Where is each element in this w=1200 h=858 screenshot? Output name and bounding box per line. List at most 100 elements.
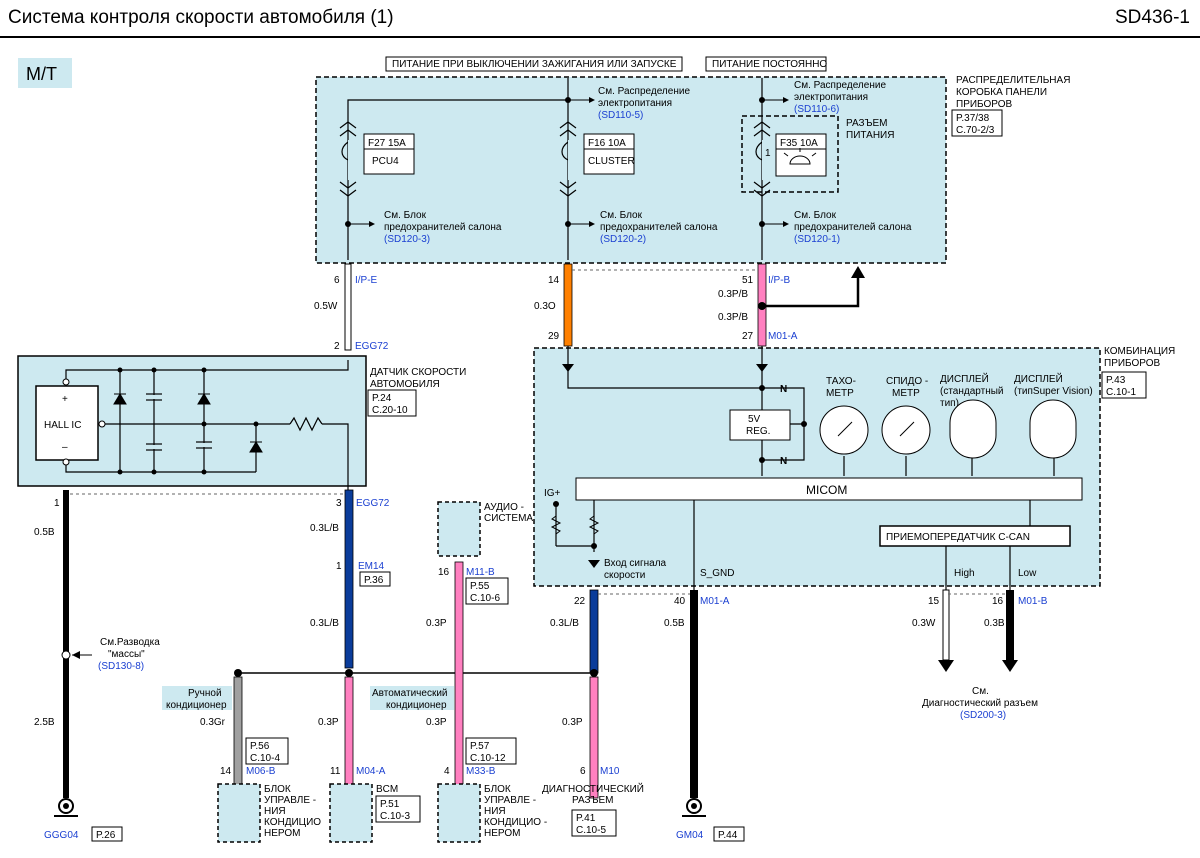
fuse-f35 xyxy=(775,133,827,177)
cluster-ref-2: C.10-1 xyxy=(1106,387,1136,398)
wire-05b-25b xyxy=(63,490,69,798)
m11b-ref-1: P.55 xyxy=(470,581,490,592)
ground-see-3: (SD130-8) xyxy=(98,661,144,672)
see-fuse-3b: предохранителей салона xyxy=(794,222,912,233)
block2-1: БЛОК xyxy=(484,784,511,795)
pin-16b: 16 xyxy=(992,596,1004,607)
cluster-title-1: КОМБИНАЦИЯ xyxy=(1104,346,1175,357)
see-fuse-3a: См. Блок xyxy=(794,210,837,221)
conn-m10: M10 xyxy=(600,766,620,777)
wire-03w xyxy=(942,589,950,661)
see-fuse-2a: См. Блок xyxy=(600,210,643,221)
speedo-1: СПИДО - xyxy=(886,376,928,387)
auto-ac-1: Автоматический xyxy=(372,688,448,699)
wire-05b-label: 0.5B xyxy=(34,527,55,538)
wire-03p-label-d: 0.3P xyxy=(562,717,583,728)
conn-m06b: M06-B xyxy=(246,766,276,777)
conn-m04a: M04-A xyxy=(356,766,386,777)
low-label: Low xyxy=(1018,568,1037,579)
high-label: High xyxy=(954,568,975,579)
wire-03o-label: 0.3O xyxy=(534,301,556,312)
page-title: Система контроля скорости автомобиля (1) xyxy=(8,7,394,28)
conn-m33b: M33-B xyxy=(466,766,496,777)
block1-4: КОНДИЦИО xyxy=(264,817,321,828)
block2-5: НЕРОМ xyxy=(484,828,520,839)
disp2-1: ДИСПЛЕЙ xyxy=(1014,372,1063,385)
sgnd-label: S_GND xyxy=(700,568,734,579)
junction-ref-2: C.70-2/3 xyxy=(956,125,995,136)
ground-icon-ggg04 xyxy=(54,798,78,817)
block2-3: НИЯ xyxy=(484,806,506,817)
manual-ac-box xyxy=(162,686,232,710)
wire-03b xyxy=(1006,590,1014,660)
auto-ac-box xyxy=(370,686,454,710)
pin-51: 51 xyxy=(742,275,754,286)
wire-03lb-label-2: 0.3L/B xyxy=(310,618,339,629)
conn-m01a-bot: M01-A xyxy=(700,596,730,607)
wire-03pb-label-2: 0.3P/B xyxy=(718,312,748,323)
audio-label-2: СИСТЕМА xyxy=(484,513,533,524)
diag-see-3: (SD200-3) xyxy=(960,710,1006,721)
see-fuse-1b: предохранителей салона xyxy=(384,222,502,233)
speed-in-1: Вход сигнала xyxy=(604,558,667,569)
diagram-code: SD436-1 xyxy=(1115,7,1190,28)
pin-14b: 14 xyxy=(220,766,232,777)
wire-03gr xyxy=(233,676,243,799)
disp2-2: (типSuper Vision) xyxy=(1014,386,1093,397)
wire-03lb-label-3: 0.3L/B xyxy=(550,618,579,629)
manual-ac-module xyxy=(217,783,261,843)
see-power-1b: электропитания xyxy=(598,98,672,109)
conn-egg72-b: EGG72 xyxy=(356,498,390,509)
see-power-2b: электропитания xyxy=(794,92,868,103)
block2-4: КОНДИЦИО - xyxy=(484,817,547,828)
pin-29: 29 xyxy=(548,331,560,342)
junction-ref-1: P.37/38 xyxy=(956,113,990,124)
ground-see-1: См.Разводка xyxy=(100,637,160,648)
display-super-vision xyxy=(1029,399,1077,459)
ign-label: ПИТАНИЕ ПРИ ВЫКЛЮЧЕНИИ ЗАЖИГАНИЯ ИЛИ ЗАП… xyxy=(392,59,677,70)
const-label-box xyxy=(705,56,827,72)
m33b-ref-2: C.10-12 xyxy=(470,753,506,764)
m33b-ref-1: P.57 xyxy=(470,741,490,752)
pin-1b: 1 xyxy=(336,561,342,572)
pin-14: 14 xyxy=(548,275,560,286)
ggg04-ref: P.26 xyxy=(96,830,116,841)
audio-box xyxy=(437,501,481,557)
lamp-icon xyxy=(783,148,817,165)
see-power-1a: См. Распределение xyxy=(598,86,690,97)
pin-6: 6 xyxy=(334,275,340,286)
cluster-ref-1: P.43 xyxy=(1106,375,1126,386)
wire-03p-label-a: 0.3P xyxy=(426,618,447,629)
pin-15: 15 xyxy=(928,596,940,607)
fuse-f27-name: PCU4 xyxy=(372,156,399,167)
hall-minus: – xyxy=(62,442,68,453)
speed-in-2: скорости xyxy=(604,570,645,581)
bcm-ref-1: P.51 xyxy=(380,799,400,810)
fuse-f16 xyxy=(583,133,635,175)
disp1-2: (стандартный xyxy=(940,386,1004,397)
m06b-ref-2: C.10-4 xyxy=(250,753,280,764)
display-standard xyxy=(949,399,997,459)
hall-ic xyxy=(35,385,99,461)
pin-6b: 6 xyxy=(580,766,586,777)
tacho-1: ТАХО- xyxy=(826,376,856,387)
wire-03lb-sensor xyxy=(344,489,354,669)
ign-label-box xyxy=(385,56,683,72)
fuse-f35-id: F35 10A xyxy=(780,138,818,149)
auto-ac-2: кондиционер xyxy=(386,700,447,711)
conn-ipe: I/P-E xyxy=(355,275,378,286)
ground-icon-gm04 xyxy=(682,798,706,817)
block1-1: БЛОК xyxy=(264,784,291,795)
cluster-title-2: ПРИБОРОВ xyxy=(1104,358,1161,369)
regulator-box xyxy=(729,409,791,441)
pin-40: 40 xyxy=(674,596,686,607)
see-power-code-2: (SD110-6) xyxy=(794,104,839,115)
transceiver-label: ПРИЕМОПЕРЕДАТЧИК C-CAN xyxy=(886,532,1030,543)
wire-03lb-cluster xyxy=(589,589,599,674)
diag-ref-2: C.10-5 xyxy=(576,825,606,836)
wire-25b-label: 2.5B xyxy=(34,717,55,728)
wire-05w-label: 0.5W xyxy=(314,301,338,312)
sensor-ref-2: C.20-10 xyxy=(372,405,408,416)
transceiver-box xyxy=(879,525,1071,547)
